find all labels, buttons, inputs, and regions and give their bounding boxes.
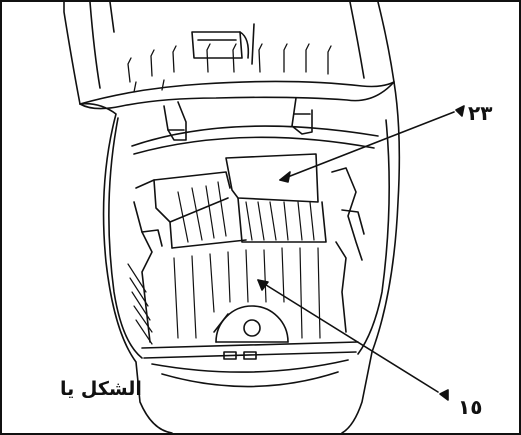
open-lid — [63, 2, 395, 110]
hinges — [163, 97, 313, 141]
callout-15-leader — [257, 279, 449, 401]
front-bumper — [141, 341, 359, 388]
dust-compartment — [127, 153, 365, 345]
figure-caption: الشكل يا — [60, 378, 142, 400]
callout-23-leader — [279, 105, 465, 183]
callout-label-23: ٢٣ — [468, 101, 493, 125]
callout-label-15: ١٥ — [458, 395, 483, 419]
body-shell — [79, 81, 401, 433]
